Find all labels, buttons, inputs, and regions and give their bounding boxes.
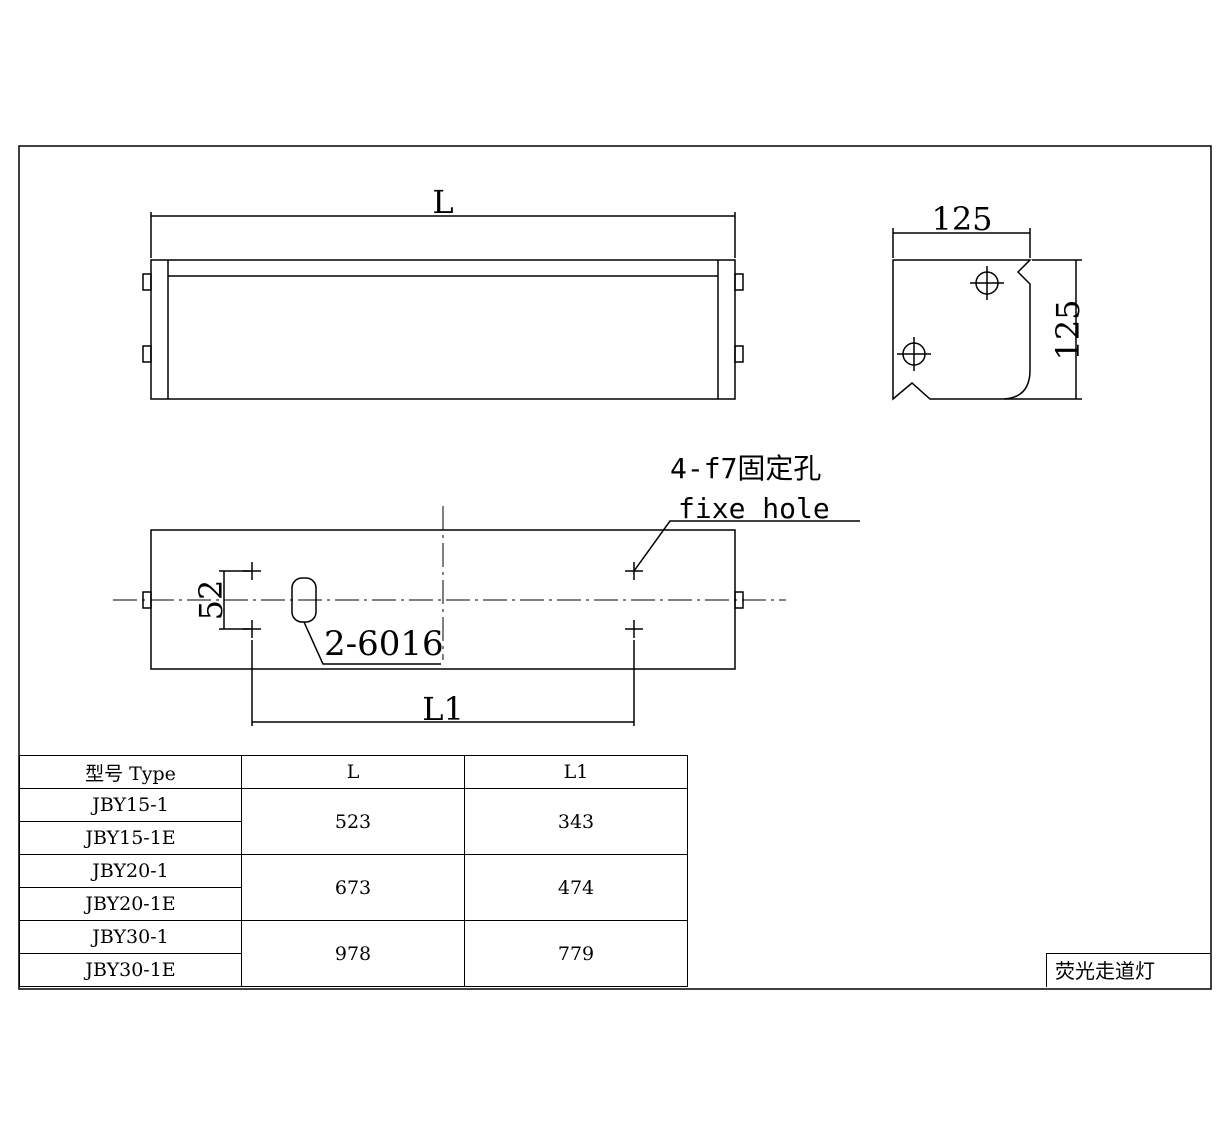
- L-cell: 673: [241, 854, 465, 921]
- table-row: JBY30-1 978 779: [19, 920, 688, 987]
- table-row: JBY20-1 673 474: [19, 854, 688, 921]
- header-L: L: [241, 755, 465, 789]
- type-cell: JBY30-1: [19, 920, 242, 954]
- header-type: 型号 Type: [19, 755, 242, 789]
- bottom-view: [113, 506, 860, 726]
- type-cell: JBY20-1: [19, 854, 242, 888]
- drawing-frame: [18, 145, 1212, 990]
- L-cell: 978: [241, 920, 465, 987]
- title-block-name: 荧光走道灯: [1055, 959, 1155, 983]
- table-row: JBY15-1E: [19, 821, 688, 855]
- header-L1: L1: [464, 755, 688, 789]
- front-view: [142, 212, 744, 400]
- fixing-hole-leader: [633, 520, 860, 572]
- end-dim-label-height: 125: [1049, 299, 1087, 360]
- table-row: JBY30-1E: [19, 953, 688, 987]
- L1-cell: 474: [464, 854, 688, 921]
- fixing-hole-label-cn: 4-f7固定孔: [670, 452, 821, 485]
- title-block: 荧光走道灯: [1046, 953, 1210, 987]
- front-tab-right-bottom: [734, 345, 744, 363]
- table-header-row: 型号 Type L L1: [19, 755, 688, 789]
- end-view: [892, 228, 1082, 401]
- L1-cell: 343: [464, 788, 688, 855]
- L-cell: 523: [241, 788, 465, 855]
- end-dim-label-width: 125: [931, 200, 992, 238]
- front-dim-label-L: L: [432, 183, 453, 221]
- dim-label-52: 52: [192, 580, 230, 621]
- spec-table: 型号 Type L L1 JBY15-1 523 343 JBY15-1E JB…: [19, 755, 688, 987]
- type-cell: JBY15-1: [19, 788, 242, 822]
- end-view-outline: [892, 259, 1032, 401]
- L1-cell: 779: [464, 920, 688, 987]
- type-cell: JBY30-1E: [19, 953, 242, 987]
- front-tab-left-bottom: [142, 345, 152, 363]
- table-row: JBY20-1E: [19, 887, 688, 921]
- front-view-body: [150, 259, 736, 400]
- type-cell: JBY20-1E: [19, 887, 242, 921]
- fixing-hole-label-en: fixe hole: [678, 492, 830, 525]
- type-cell: JBY15-1E: [19, 821, 242, 855]
- dim-label-L1: L1: [422, 690, 464, 728]
- table-row: JBY15-1 523 343: [19, 788, 688, 855]
- front-tab-left-top: [142, 273, 152, 291]
- slot-label: 2-6016: [324, 624, 444, 664]
- slot-leader: [303, 621, 441, 665]
- front-tab-right-top: [734, 273, 744, 291]
